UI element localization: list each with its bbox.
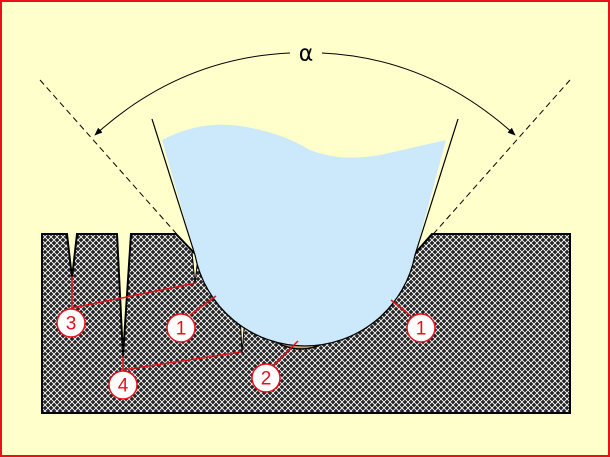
callout-3-text: 3 <box>66 314 77 335</box>
callout-4: 4 <box>108 370 138 400</box>
callout-2: 2 <box>251 363 281 393</box>
callout-3: 3 <box>56 308 86 338</box>
liquid-fill <box>162 124 446 346</box>
tool-outline <box>151 118 459 347</box>
right-dashed-boundary <box>427 79 571 241</box>
angle-alpha-label: α <box>299 42 314 67</box>
callout-1-left: 1 <box>166 313 196 343</box>
callout-1-left-text: 1 <box>176 319 187 340</box>
left-dashed-boundary <box>39 79 183 241</box>
leader-lines <box>71 276 412 371</box>
callout-2-text: 2 <box>261 369 272 390</box>
callout-1-right-text: 1 <box>416 319 427 340</box>
callout-4-text: 4 <box>118 376 129 397</box>
callout-1-right: 1 <box>406 313 436 343</box>
angle-arc-right <box>321 52 516 136</box>
angle-arc-left <box>94 52 291 136</box>
